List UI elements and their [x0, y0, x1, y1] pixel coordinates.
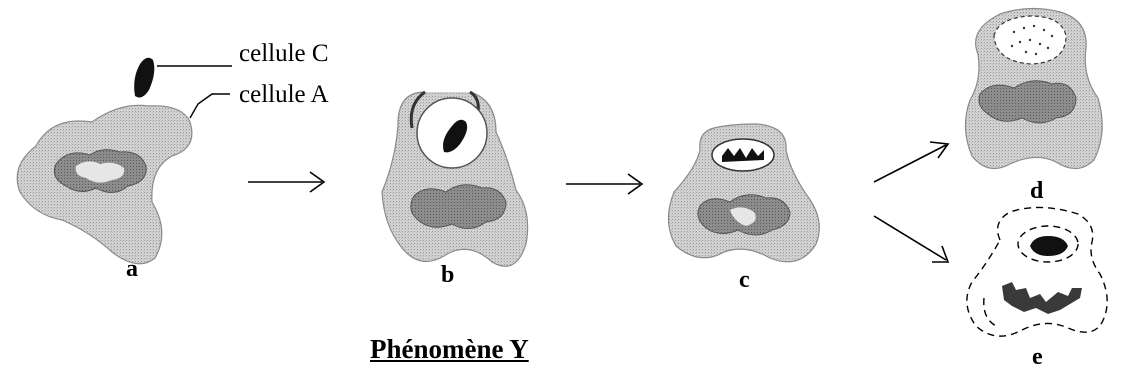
arrow-c-to-e [874, 216, 948, 262]
cell-a [17, 94, 230, 264]
stage-label-b: b [441, 262, 454, 289]
cell-c [668, 124, 819, 262]
stage-label-e: e [1032, 344, 1043, 371]
stage-label-d: d [1030, 178, 1043, 205]
stage-label-c: c [739, 267, 750, 294]
cell-d [965, 8, 1102, 168]
cellule-c-bacterium [134, 58, 232, 98]
label-cellule-a: cellule A [239, 81, 329, 109]
arrow-c-to-d [874, 142, 948, 182]
cell-b [382, 92, 528, 266]
arrow-a-to-b [248, 172, 324, 192]
cell-e-remnants [1002, 236, 1082, 314]
diagram-title: Phénomène Y [370, 334, 529, 365]
cell-e [967, 207, 1107, 336]
arrow-b-to-c [566, 174, 642, 194]
label-cellule-c: cellule C [239, 40, 329, 68]
stage-label-a: a [126, 256, 138, 283]
